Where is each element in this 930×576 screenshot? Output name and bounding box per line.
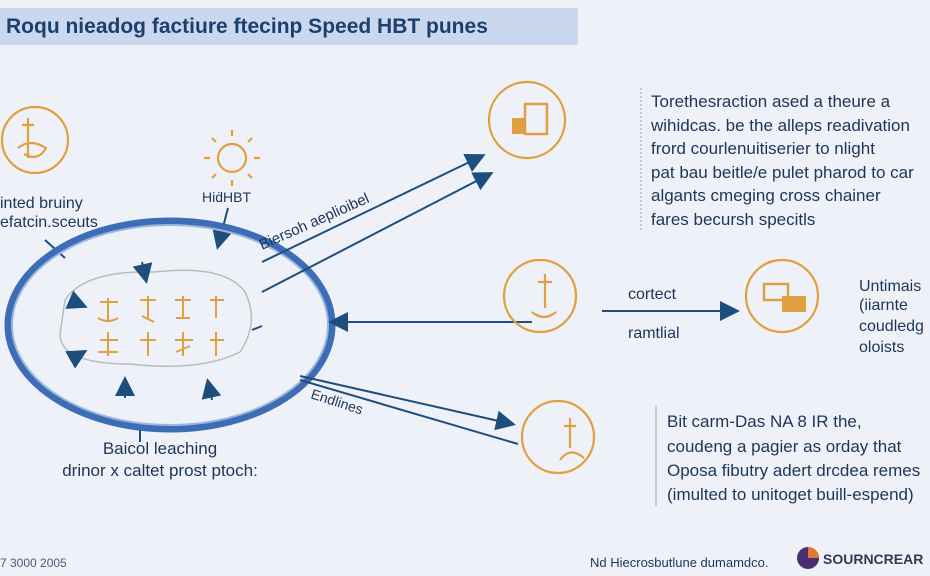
title-bar: Roqu nieadog factiure ftecinp Speed HBT … <box>0 8 578 45</box>
left-node-label-2: efatcin.sceuts <box>0 214 98 231</box>
paragraph-line: Torethesraction ased a theure a <box>651 92 891 111</box>
arrow-to-top-node-2 <box>261 172 494 293</box>
middle-arrow-top-label: cortect <box>628 286 677 303</box>
text-line: coudledg <box>859 318 924 335</box>
brand-logo-icon <box>797 547 819 569</box>
text-line: (iiarnte <box>859 297 908 314</box>
arrow-to-bottom-node <box>299 375 516 431</box>
arrow-to-top-node-1 <box>261 153 486 263</box>
sun-icon <box>204 130 260 186</box>
paragraph-line: algants cmeging cross chainer <box>651 186 881 205</box>
bottom-paragraph: Bit carm-Das NA 8 IR the, coudeng a pagi… <box>667 412 920 504</box>
paragraph-line: Oposa fibutry adert drcdea remes <box>667 461 920 480</box>
footer-date: 7 3000 2005 <box>0 556 67 570</box>
middle-arrow-bottom-label: ramtlial <box>628 325 680 342</box>
cluster-glyphs <box>97 296 224 356</box>
footer-credit: Nd Hiecrosbutlune dumamdco. <box>590 555 768 570</box>
top-right-paragraph: Torethesraction ased a theure a wihidcas… <box>650 92 914 229</box>
paragraph-line: wihidcas. be the alleps readivation <box>650 116 910 135</box>
middle-node-icon <box>502 258 578 334</box>
bottom-node-icon <box>520 399 596 475</box>
paragraph-line: coudeng a pagier as orday that <box>667 437 902 456</box>
inner-cluster <box>59 269 253 368</box>
text-line: Untimais <box>859 278 921 295</box>
inward-arrows <box>65 261 263 401</box>
page-title: Roqu nieadog factiure ftecinp Speed HBT … <box>6 15 488 38</box>
center-label-2: drinor x caltet prost ptoch: <box>62 461 258 480</box>
left-node-label-1: inted bruiny <box>0 195 83 212</box>
paragraph-line: frord courlenuitiserier to nlight <box>651 139 875 158</box>
right-node-icon <box>744 258 820 334</box>
sun-label: HiḋHBT <box>202 189 251 205</box>
middle-right-text: Untimais (iiarnte coudledg oloists <box>859 278 924 356</box>
left-node-icon <box>0 105 70 175</box>
center-label-1: Baicol leaching <box>103 439 217 458</box>
paragraph-line: Bit carm-Das NA 8 IR the, <box>667 412 862 431</box>
paragraph-line: (imulted to unitoget buill-espend) <box>667 485 914 504</box>
brand-name: SOURNCREAR <box>823 551 923 567</box>
text-line: oloists <box>859 339 904 356</box>
paragraph-line: pat bau beitle/e pulet pharod to car <box>651 163 914 182</box>
paragraph-line: fares becursh specitls <box>651 210 815 229</box>
top-right-node-icon <box>487 80 567 160</box>
